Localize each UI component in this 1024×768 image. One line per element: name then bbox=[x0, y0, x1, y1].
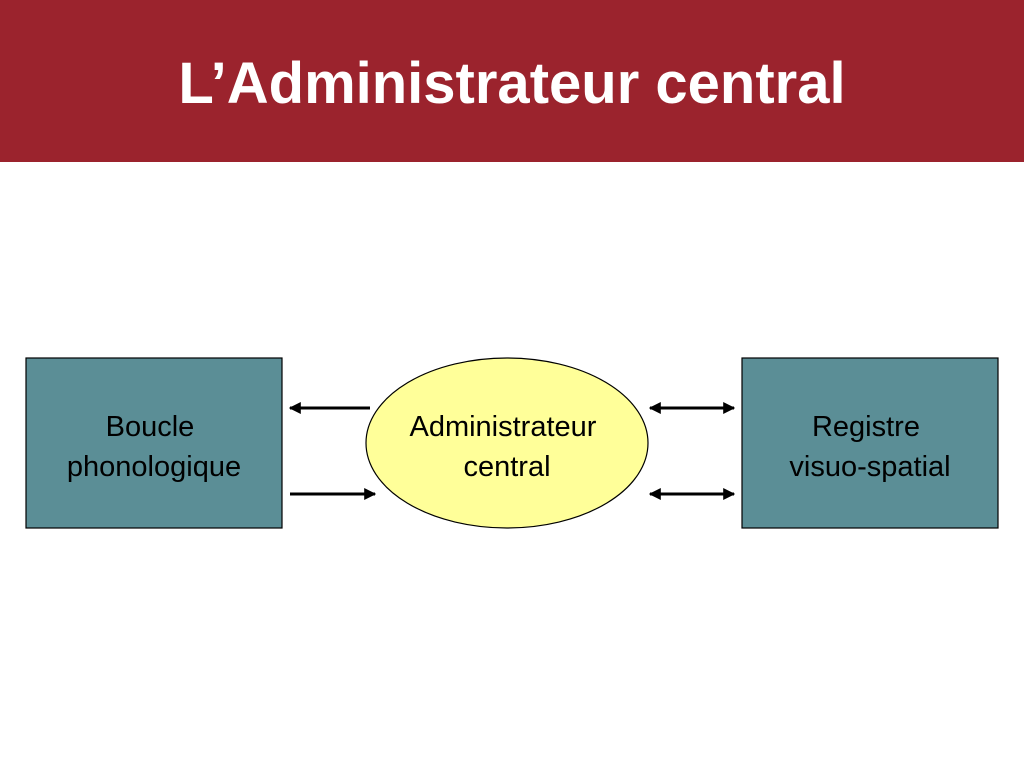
node-center-line-2: central bbox=[463, 451, 550, 483]
slide-title: L’Administrateur central bbox=[178, 51, 846, 116]
node-boucle-phonologique: Boucle phonologique bbox=[25, 357, 283, 529]
node-left-line-1: Boucle bbox=[106, 411, 195, 443]
node-right-line-2: visuo-spatial bbox=[789, 451, 950, 483]
svg-text:Administrateur central: Administrateur central bbox=[409, 411, 604, 483]
node-center-line-1: Administrateur bbox=[409, 411, 596, 443]
node-right-line-1: Registre bbox=[812, 411, 920, 443]
node-administrateur-central: Administrateur central bbox=[365, 357, 649, 529]
node-left-line-2: phonologique bbox=[67, 451, 241, 483]
node-registre-visuo-spatial: Registre visuo-spatial bbox=[741, 357, 999, 529]
node-ellipse-center bbox=[365, 357, 649, 529]
node-box-right bbox=[741, 357, 999, 529]
title-band bbox=[0, 0, 1024, 162]
node-box-left bbox=[25, 357, 283, 529]
svg-text:Registre visuo-spatial: Registre visuo-spatial bbox=[789, 411, 950, 483]
svg-text:Boucle phonologique: Boucle phonologique bbox=[67, 411, 241, 483]
